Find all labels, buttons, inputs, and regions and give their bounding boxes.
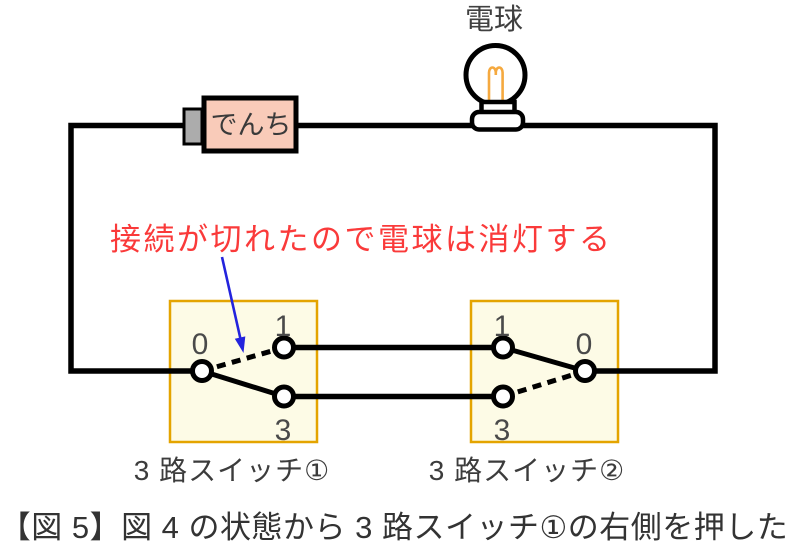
battery-label: でんち	[211, 110, 292, 140]
switch-2: 1 3 0	[491, 310, 597, 447]
switch1-terminal-1	[272, 335, 296, 360]
switch2-closed-contact	[502, 345, 586, 374]
annotation-arrowhead-icon	[234, 336, 246, 353]
figure-caption: 【図 5】図 4 の状態から 3 路スイッチ①の右側を押した	[0, 510, 788, 545]
circuit-wire-loop	[68, 122, 718, 374]
switch1-closed-contact	[201, 368, 285, 399]
switch2-terminal-1	[491, 335, 515, 360]
annotation-arrow-shaft	[220, 256, 242, 340]
switch-1: 0 1 3	[190, 310, 296, 447]
light-bulb: 電球	[463, 3, 528, 132]
switch1-terminal-0-label: 0	[192, 328, 209, 361]
switch1-terminal-3-label: 3	[275, 414, 292, 447]
switch1-terminal-3	[272, 384, 296, 409]
switch2-terminal-0	[573, 359, 597, 383]
battery-body	[201, 95, 299, 154]
switch2-terminal-3	[491, 384, 515, 409]
annotation-text: 接続が切れたので電球は消灯する	[110, 222, 613, 257]
switch1-terminal-1-label: 1	[275, 310, 292, 343]
switch1-name-label: 3 路スイッチ①	[134, 455, 330, 486]
bulb-base	[469, 109, 526, 132]
switch2-terminal-0-label: 0	[576, 328, 593, 361]
battery: でんち	[182, 95, 299, 154]
switch1-terminal-0	[190, 359, 214, 383]
bulb-filament-icon	[487, 66, 504, 101]
switch2-terminal-1-label: 1	[494, 310, 511, 343]
switch2-terminal-3-label: 3	[494, 414, 511, 447]
switch2-name-label: 3 路スイッチ②	[429, 455, 625, 486]
battery-terminal-knob	[182, 107, 204, 146]
bulb-label: 電球	[465, 3, 523, 36]
annotation-arrow	[220, 256, 246, 353]
